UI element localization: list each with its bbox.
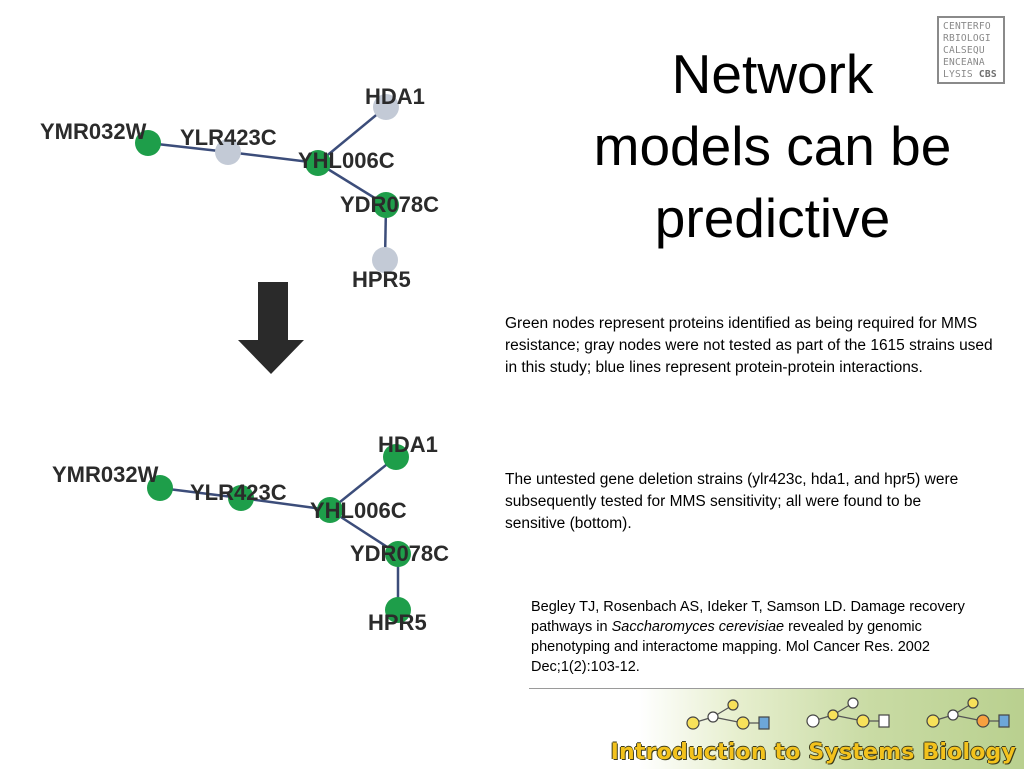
edge-yhl006c-hda1 [329, 456, 397, 511]
title-line: Network [671, 43, 874, 105]
logo-line: LYSIS CBS [943, 69, 997, 80]
edge-ymr032w-ylr423c [159, 486, 242, 500]
node-legend-text: Green nodes represent proteins identifie… [505, 315, 993, 376]
edge-ylr423c-yhl006c [227, 150, 319, 165]
gene-label: YDR078C [340, 192, 439, 217]
edge-ymr032w-ylr423c [147, 141, 229, 154]
node-hpr5 [385, 597, 411, 623]
network-glyphs-icon [686, 697, 1010, 730]
node-hda1 [383, 444, 409, 470]
edge-ylr423c-yhl006c [240, 496, 331, 512]
node-ylr423c [215, 139, 241, 165]
logo-tag: CBS [978, 69, 997, 80]
node-hpr5 [372, 247, 398, 273]
node-yhl006c [317, 497, 343, 523]
citation: Begley TJ, Rosenbach AS, Ideker T, Samso… [531, 599, 965, 675]
down-arrow-icon [238, 282, 304, 374]
network-before: YMR032W YLR423C YHL006C HDA1 YDR078C HPR… [40, 84, 439, 292]
network-after: YMR032W YLR423C YHL006C HDA1 YDR078C HPR… [52, 432, 449, 635]
node-ydr078c [385, 541, 411, 567]
slide-title: Network models can be predictive [545, 38, 1000, 254]
logo-line: RBIOLOGI [943, 33, 991, 44]
course-title: Introduction to Systems Biology [610, 740, 1016, 765]
node-ylr423c [228, 485, 254, 511]
edge-yhl006c-ydr078c [317, 161, 387, 207]
node-ydr078c [373, 192, 399, 218]
gene-label: YDR078C [350, 541, 449, 566]
gene-label: HDA1 [378, 432, 438, 457]
species-name: Saccharomyces cerevisiae [611, 619, 785, 635]
gene-label: HDA1 [365, 84, 425, 109]
logo-line: CALSEQU [943, 45, 985, 56]
gene-label: YMR032W [52, 462, 159, 487]
node-ymr032w [135, 130, 161, 156]
logo-line: ENCEANA [943, 57, 985, 68]
node-yhl006c [305, 150, 331, 176]
gene-label: HPR5 [352, 267, 411, 292]
cbs-logo: CENTERFO RBIOLOGI CALSEQU ENCEANA LYSIS … [937, 16, 1005, 84]
gene-label: HPR5 [368, 610, 427, 635]
followup-text: The untested gene deletion strains (ylr4… [505, 471, 959, 532]
edge-yhl006c-ydr078c [329, 508, 399, 556]
edge-yhl006c-hda1 [317, 106, 387, 164]
gene-label: YMR032W [40, 119, 147, 144]
course-footer: Introduction to Systems Biology [529, 688, 1024, 769]
course-banner: Introduction to Systems Biology [611, 689, 1024, 769]
logo-line: CENTERFO [943, 21, 991, 32]
title-line: predictive [654, 187, 891, 249]
title-line: models can be [593, 115, 952, 177]
gene-label: YHL006C [310, 498, 407, 523]
gene-label: YHL006C [298, 148, 395, 173]
gene-label: YLR423C [180, 125, 277, 150]
node-hda1 [373, 94, 399, 120]
gene-label: YLR423C [190, 480, 287, 505]
node-ymr032w [147, 475, 173, 501]
